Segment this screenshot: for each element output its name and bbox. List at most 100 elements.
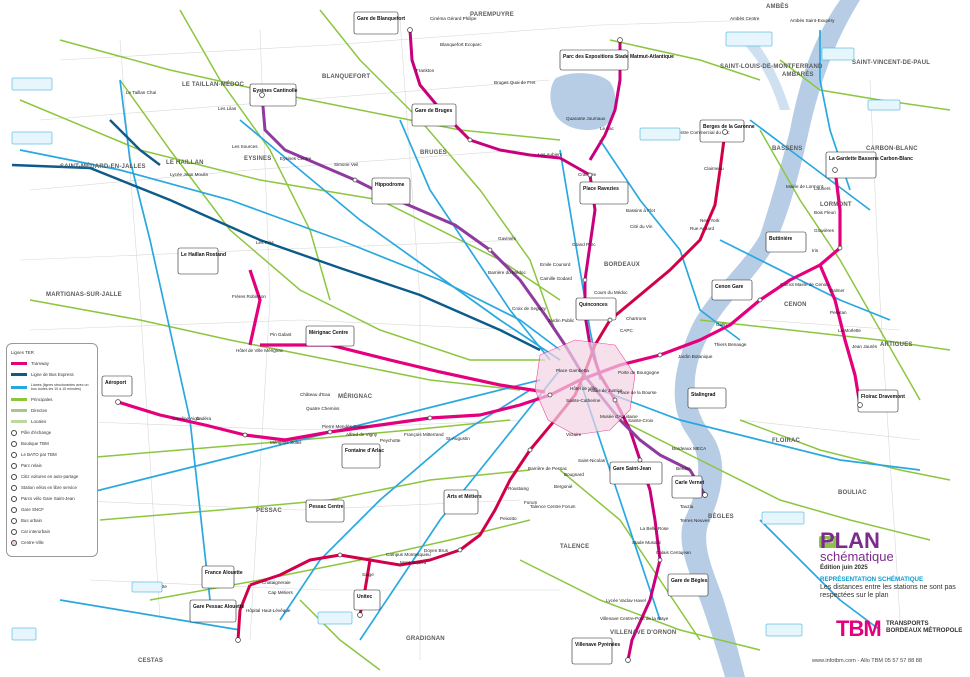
hub-arts-metiers[interactable]: Arts et Métiers (443, 489, 482, 515)
hub-quinconces[interactable]: Quinconces (575, 297, 617, 321)
hub-villenave-pyrenees[interactable]: Villenave Pyrénées (571, 637, 620, 665)
svg-text:Berges de la Garonne: Berges de la Garonne (703, 124, 755, 130)
station-marker (587, 172, 593, 178)
legend-item: Centre-Ville (11, 537, 93, 548)
hub-cenon-gare[interactable]: Cenon Gare (711, 279, 753, 301)
stop-label: Simone Veil (334, 162, 358, 167)
hub-unitec[interactable]: Unitec (353, 589, 381, 611)
stop-label: Carnot Mairie de Cenon (780, 282, 829, 287)
legend-swatch (11, 409, 27, 412)
legend-label: Le BATO par TBM (21, 452, 57, 457)
stop-label: Victoire (566, 432, 582, 437)
legend-label: Tramway (31, 361, 49, 366)
commune-carbon-blanc: CARBON-BLANC (866, 146, 918, 152)
svg-text:Gare de Blanquefort: Gare de Blanquefort (357, 16, 405, 22)
commune-gradignan: GRADIGNAN (406, 636, 445, 642)
stop-label: Lycée Vaclav Havel (606, 598, 646, 603)
commune-merignac: MÉRIGNAC (338, 392, 373, 400)
hub-la-gardette[interactable]: La Gardette Bassens Carbon-Blanc (825, 151, 913, 179)
commune-lormont: LORMONT (820, 202, 852, 208)
hub-gare-pessac-alouette[interactable]: Gare Pessac Alouette (189, 599, 244, 623)
stop-label: Gaviniès (498, 236, 517, 241)
svg-text:Gare de Bègles: Gare de Bègles (671, 578, 708, 584)
station-marker (722, 129, 728, 135)
hub-icon (11, 429, 17, 436)
hub-france-alouette[interactable]: France Alouette (201, 565, 243, 589)
hub-stalingrad[interactable]: Stalingrad (687, 387, 727, 409)
svg-text:Gare Saint-Jean: Gare Saint-Jean (613, 466, 651, 472)
stop-label: Iris (812, 248, 819, 253)
stop-label: Saint-Nicolas (578, 458, 606, 463)
legend-label: Locales (31, 419, 47, 424)
stop-label: Bruges Quai de Fret (494, 80, 536, 85)
bus-express-line (11, 163, 541, 352)
legend-item: Le BATO par TBM (11, 449, 93, 460)
footer-contact[interactable]: www.infotbm.com - Allo TBM 05 57 57 88 8… (812, 658, 922, 664)
hub-aeroport[interactable]: Aéroport (101, 375, 133, 397)
svg-text:Parc des Expositions Stade Mat: Parc des Expositions Stade Matmut-Atlant… (563, 54, 674, 60)
svg-text:Gare de Bruges: Gare de Bruges (415, 108, 452, 114)
legend-label: Parcs vélo Gare Saint-Jean (21, 496, 75, 501)
commune-blanquefort: BLANQUEFORT (322, 74, 370, 80)
stop-label: Lycée Jean Moulin (170, 172, 209, 177)
car-icon (11, 473, 17, 480)
legend-item: Parc relais (11, 460, 93, 471)
tram-stations (115, 27, 863, 663)
svg-text:Mérignac Centre: Mérignac Centre (309, 330, 348, 336)
legend-item: Parcs vélo Gare Saint-Jean (11, 493, 93, 504)
svg-text:Hippodrome: Hippodrome (375, 182, 405, 188)
coach-icon (11, 528, 17, 535)
title-block: PLAN schématique Édition juin 2025 REPRÉ… (808, 528, 963, 673)
hub-gare-bruges[interactable]: Gare de Bruges (411, 103, 457, 127)
stop-label: Alfred de Vigny (346, 432, 378, 437)
station-marker (702, 492, 708, 498)
stop-label: Place Gambetta (556, 368, 589, 373)
stop-label: Barrière de Pessac (528, 466, 568, 471)
hub-le-haillan-rostand[interactable]: Le Haillan Rostand (177, 247, 226, 275)
legend-swatch (11, 362, 27, 365)
hub-hippodrome[interactable]: Hippodrome (371, 177, 411, 205)
stop-label: Lauriers (814, 186, 831, 191)
stop-label: Cadéra (196, 416, 212, 421)
stop-label: St-Augustin (446, 436, 470, 441)
commune-ambes: AMBÈS (766, 2, 789, 10)
stop-label: Bergonié (554, 484, 573, 489)
hub-place-ravezies[interactable]: Place Ravezies (579, 181, 629, 205)
svg-text:Arts et Métiers: Arts et Métiers (447, 494, 482, 500)
hub-gare-st-jean[interactable]: Gare Saint-Jean (609, 461, 663, 485)
hub-carle-vernet[interactable]: Carle Vernet (671, 475, 705, 499)
hub-gare-begles[interactable]: Gare de Bègles (667, 573, 709, 597)
stop-label: Tauzia (680, 504, 694, 509)
stop-label: Bougnard (564, 472, 584, 477)
station-marker (235, 637, 241, 643)
svg-text:Gare Pessac Alouette: Gare Pessac Alouette (193, 604, 244, 610)
legend-item: Car interurbain (11, 526, 93, 537)
hub-fontaine-darlac[interactable]: Fontaine d'Arlac (341, 443, 384, 469)
hub-berges-garonne[interactable]: Berges de la Garonne (699, 119, 755, 143)
stop-label: Les Pins (256, 240, 274, 245)
hub-floirac-dravemont[interactable]: Floirac Dravemont (857, 389, 905, 413)
hub-merignac-centre[interactable]: Mérignac Centre (305, 325, 355, 347)
stop-label: Sainte-Catherine (566, 398, 601, 403)
station-marker (657, 352, 663, 358)
commune-martignas: MARTIGNAS-SUR-JALLE (46, 292, 122, 298)
bike-park-icon (11, 495, 17, 502)
hub-eysines-cantinolle[interactable]: Eysines Cantinolle (249, 83, 298, 107)
legend-item: Gare SNCF (11, 504, 93, 515)
station-marker (327, 429, 333, 435)
station-marker (467, 137, 473, 143)
svg-text:Le Haillan Rostand: Le Haillan Rostand (181, 252, 226, 258)
hub-blanquefort-gare[interactable]: Gare de Blanquefort (353, 11, 405, 35)
stop-label: Frankton (416, 68, 435, 73)
legend-item: Lianes (lignes structurantes avec un bus… (11, 380, 93, 394)
bike-icon (11, 484, 17, 491)
stop-label: Blanquefort Ecoparc (440, 42, 482, 47)
hub-pessac-centre[interactable]: Pessac Centre (305, 499, 345, 523)
hub-parc-expositions[interactable]: Parc des Expositions Stade Matmut-Atlant… (559, 49, 674, 71)
stop-label: Bois Fleuri (814, 210, 836, 215)
station-marker (242, 432, 248, 438)
stop-label: Roustaing (508, 486, 529, 491)
hub-buttiniere[interactable]: Buttinière (765, 231, 807, 253)
legend-label: Principales (31, 397, 53, 402)
representation-note: Les distances entre les stations ne sont… (820, 584, 956, 599)
